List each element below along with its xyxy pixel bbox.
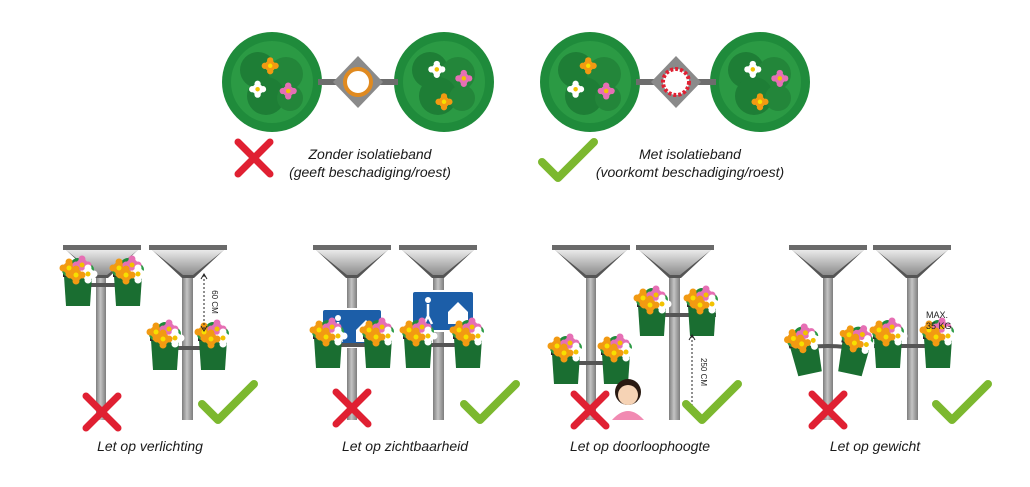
check-icon <box>686 384 738 420</box>
caption-without-subtitle: (geeft beschadiging/roest) <box>289 164 451 180</box>
caption-without-title: Zonder isolatieband <box>308 146 432 162</box>
caption-weight: Let op gewicht <box>829 438 921 454</box>
caption-with-title: Met isolatieband <box>639 146 741 162</box>
planters-without-band <box>222 32 494 132</box>
planters-with-band <box>540 32 810 132</box>
caption-lighting: Let op verlichting <box>97 438 203 454</box>
panel-lighting <box>60 245 255 428</box>
cross-icon <box>238 142 270 174</box>
weight-label-line1: MAX. <box>926 310 948 320</box>
weight-label-line2: 35 KG <box>926 321 952 331</box>
check-icon <box>936 384 988 420</box>
caption-visibility: Let op zichtbaarheid <box>341 438 469 454</box>
measure-label-250: 250 CM <box>699 358 708 386</box>
caption-clearance: Let op doorloophoogte <box>569 438 711 454</box>
caption-with-subtitle: (voorkomt beschadiging/roest) <box>595 164 785 180</box>
panel-clearance <box>548 245 739 426</box>
panel-weight <box>781 245 988 426</box>
check-icon <box>464 384 516 420</box>
caption-without-band: Zonder isolatieband (geeft beschadiging/… <box>270 145 470 181</box>
panel-visibility <box>310 245 517 424</box>
caption-with-band: Met isolatieband (voorkomt beschadiging/… <box>580 145 800 181</box>
measure-label-60: 60 CM <box>210 290 219 314</box>
check-icon <box>202 384 254 420</box>
